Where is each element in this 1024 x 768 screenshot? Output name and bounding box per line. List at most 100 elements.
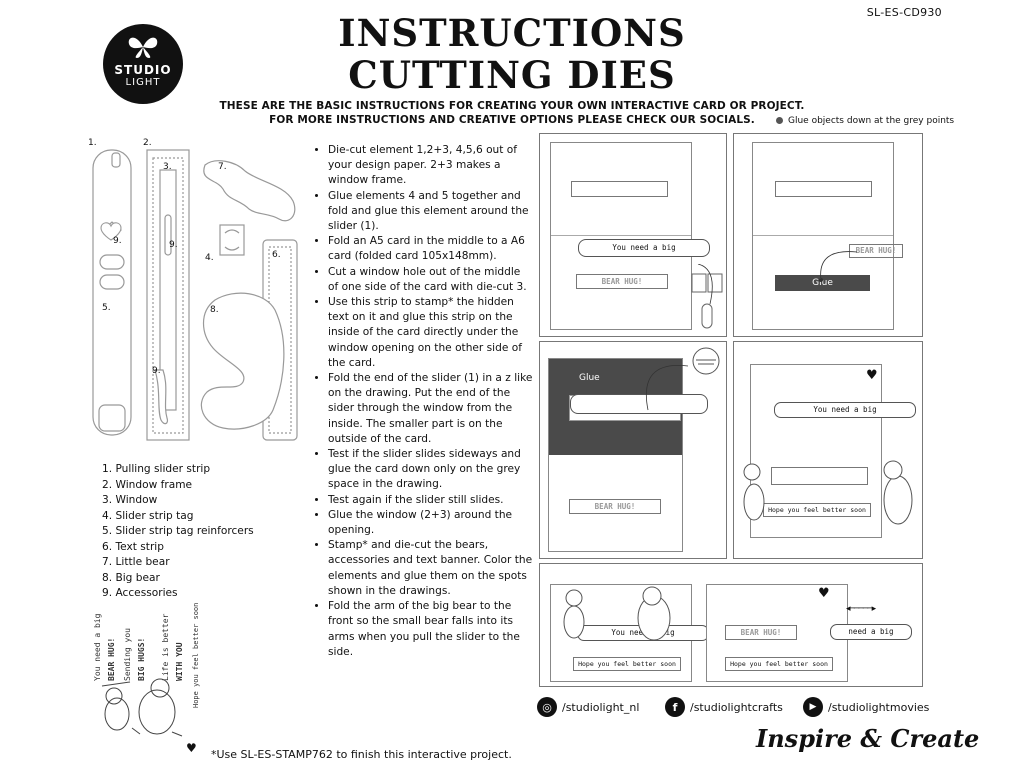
list-item: 4. Slider strip tag [102,509,194,522]
slider-strip: You need a big [774,402,916,418]
list-item: Die-cut element 1,2+3, 4,5,6 out of your… [328,143,533,189]
list-item: Test if the slider slides sideways and g… [328,447,533,493]
stamp-text: BIG HUGS! [137,637,146,681]
step-panel-1: You need a big BEAR HUG! [539,133,727,337]
logo-line-2: LIGHT [125,77,161,88]
fold-detail-icon [692,347,720,375]
list-item: Use this strip to stamp* the hidden text… [328,295,533,371]
arrow-icon [819,251,858,282]
list-item: 7. Little bear [102,556,170,568]
intro-line-1: THESE ARE THE BASIC INSTRUCTIONS FOR CRE… [219,100,805,112]
slider-strip: You need a big [578,239,710,257]
stamp-text: WITH YOU [175,642,184,681]
slider-strip [570,394,708,414]
die-label-9a: 9. [113,236,122,246]
arrow-icon [646,364,689,411]
facebook-icon: f [665,697,685,717]
stamp-bears-icon [101,678,183,737]
product-code: SL-ES-CD930 [866,6,942,19]
list-item: Stamp* and die-cut the bears, accessorie… [328,538,533,599]
stamp-text: Sending you [123,628,132,681]
list-item: 9. Accessories [102,587,178,599]
die-label-5: 5. [102,303,111,313]
die-label-7: 7. [218,162,227,172]
list-item: Test again if the slider still slides. [328,493,533,508]
title-line-2: CUTTING DIES [348,53,676,97]
footnote: *Use SL-ES-STAMP762 to finish this inter… [211,748,512,761]
list-item: 8. Big bear [102,571,160,584]
card-outline: Hope you feel better soon [750,364,882,538]
text-banner: Hope you feel better soon [725,657,833,671]
stamp-text: BEAR HUG! [107,637,116,681]
heart-icon: ♥ [866,368,878,383]
die-label-8: 8. [210,305,219,315]
glue-area: Glue [775,275,870,291]
logo-line-1: STUDIO [114,63,172,77]
bears-hug-illustration [563,586,671,641]
list-item: 1. Pulling slider strip [102,463,211,475]
intro-line-2: FOR MORE INSTRUCTIONS AND CREATIVE OPTIO… [269,114,755,126]
step-panel-5: You need a big Hope you feel better soon… [539,563,923,687]
die-label-1: 1. [88,138,97,148]
social-instagram[interactable]: ◎ /studiolight_nl [537,697,639,717]
pull-arrow-icon: ◂─────▸ [846,604,876,614]
list-item: 3. Window [102,494,158,506]
social-youtube[interactable]: ▶ /studiolightmovies [803,697,929,717]
heart-icon: ♥ [818,586,830,601]
die-label-9c: 9. [152,366,161,376]
die-label-4: 4. [205,253,214,263]
intro-text: THESE ARE THE BASIC INSTRUCTIONS FOR CRE… [0,99,1024,127]
die-label-9b: 9. [169,240,178,250]
die-label-2: 2. [143,138,152,148]
step-panel-3: Glue BEAR HUG! [539,341,727,559]
social-handle: /studiolight_nl [562,700,640,714]
card-outline: Glue [752,142,894,330]
tagline: Inspire & Create [756,724,980,753]
card-outline [550,142,692,330]
die-cut-drawing [92,149,298,441]
stamp-text: Life is better [161,613,170,681]
instagram-icon: ◎ [537,697,557,717]
stamp-text: You need a big [93,613,102,681]
die-little-bear [203,160,296,222]
title-line-1: INSTRUCTIONS [338,11,686,55]
text-strip-preview: BEAR HUG! [849,244,903,258]
butterfly-icon [128,37,158,58]
text-banner: Hope you feel better soon [573,657,681,671]
list-item: 6. Text strip [102,540,164,553]
hidden-text-strip: BEAR HUG! [569,499,661,514]
hidden-text-strip: BEAR HUG! [576,274,668,289]
list-item: Glue the window (2+3) around the opening… [328,508,533,538]
list-item: Cut a window hole out of the middle of o… [328,265,533,295]
die-label-3: 3. [163,162,172,172]
social-handle: /studiolightcrafts [690,700,783,714]
youtube-icon: ▶ [803,697,823,717]
social-handle: /studiolightmovies [828,700,930,714]
stamp-set-preview: You need a big BEAR HUG! Sending you BIG… [88,600,208,740]
instruction-steps: Die-cut element 1,2+3, 4,5,6 out of your… [312,143,533,660]
die-big-bear [200,292,285,430]
list-item: 5. Slider strip tag reinforcers [102,525,254,537]
die-label-6: 6. [272,250,281,260]
fold-diagram [691,264,723,329]
glue-note: Glue objects down at the grey points [776,116,954,126]
parts-list: 1. Pulling slider strip 2. Window frame … [102,462,254,602]
glue-note-text: Glue objects down at the grey points [788,116,955,126]
list-item: Fold the arm of the big bear to the fron… [328,599,533,660]
page-title: INSTRUCTIONS CUTTING DIES [0,12,1024,96]
slider-strip-pulled: need a big [830,624,912,640]
list-item: Glue elements 4 and 5 together and fold … [328,189,533,235]
step-panel-4: Hope you feel better soon ♥ You need a b… [733,341,923,559]
heart-icon: ♥ [186,741,197,755]
grey-dot-icon [776,117,783,124]
bears-illustration [743,460,913,525]
list-item: Fold the end of the slider (1) in a z li… [328,371,533,447]
list-item: Fold an A5 card in the middle to a A6 ca… [328,234,533,264]
card-outline: BEAR HUG! Hope you feel better soon [706,584,848,682]
die-slider-strip [92,149,132,436]
social-facebook[interactable]: f /studiolightcrafts [665,697,783,717]
list-item: 2. Window frame [102,478,193,491]
step-panel-2: Glue BEAR HUG! [733,133,923,337]
card-outline: Glue BEAR HUG! [548,358,683,552]
studio-light-logo: STUDIO LIGHT [103,24,183,104]
